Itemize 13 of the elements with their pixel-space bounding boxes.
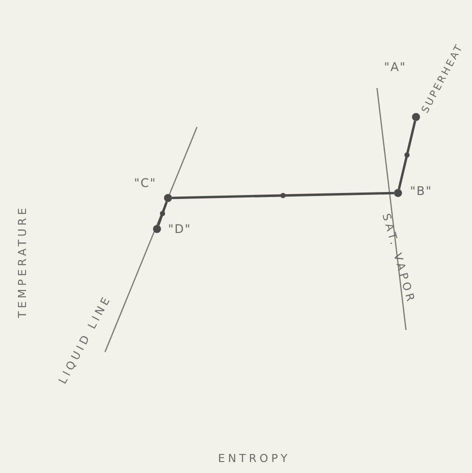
point-label: "A" [384, 60, 406, 74]
axis-label: TEMPERATURE [16, 205, 29, 318]
point-label: "C" [134, 176, 156, 190]
axis-label: ENTROPY [218, 452, 290, 465]
process-line [172, 192, 394, 200]
state-point [164, 194, 172, 202]
point-label: "B" [410, 184, 432, 198]
process-line [157, 201, 168, 226]
state-point [394, 189, 402, 197]
state-point [153, 225, 161, 233]
state-point [412, 113, 420, 121]
process-line [398, 120, 416, 190]
point-label: "D" [168, 222, 192, 236]
